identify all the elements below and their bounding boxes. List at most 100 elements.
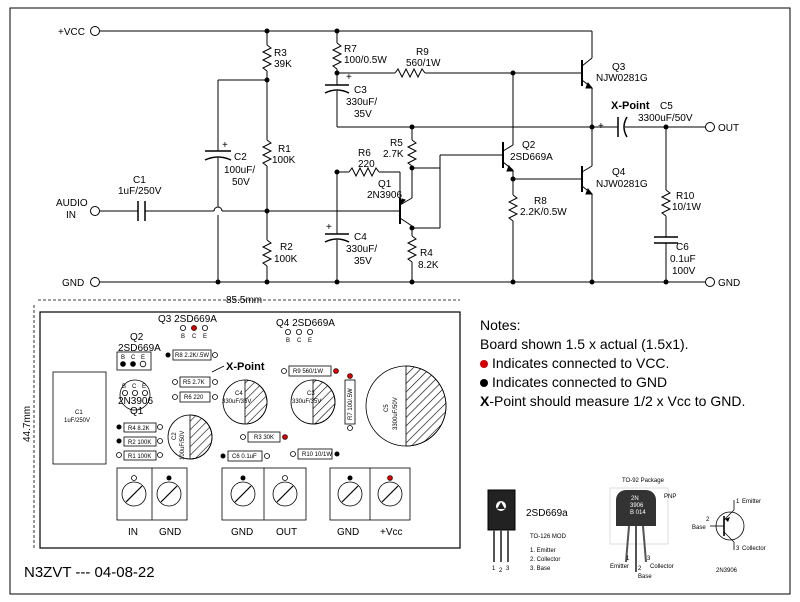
svg-text:C: C <box>192 334 197 340</box>
r8-ref: R8 <box>534 196 547 207</box>
gnd-right-terminal <box>705 277 715 287</box>
q2-part: 2SD669A <box>510 152 553 163</box>
svg-text:2: 2 <box>638 566 642 572</box>
r7-ref: R7 <box>344 44 357 55</box>
pcb-q2-pin-e: E <box>141 355 145 361</box>
svg-text:R1 100K: R1 100K <box>128 454 151 460</box>
r3-ref: R3 <box>274 48 287 59</box>
terminal-out-label: OUT <box>276 527 297 538</box>
r7-value: 100/0.5W <box>344 55 387 66</box>
notes-line-2: Indicates connected to VCC. <box>480 354 780 373</box>
svg-text:R8 2.2K/.5W: R8 2.2K/.5W <box>175 353 209 359</box>
notes-line-4: X-Point should measure 1/2 x Vcc to GND. <box>480 393 746 409</box>
r10-ref: R10 <box>676 191 695 202</box>
q4-part: NJW0281G <box>596 179 648 190</box>
svg-text:B 014: B 014 <box>630 510 646 516</box>
notes-line-1: Board shown 1.5 x actual (1.5x1). <box>480 336 689 352</box>
pcb-q2-body <box>116 351 152 371</box>
pcb-q1-body <box>119 379 151 411</box>
pcb-c6 <box>227 450 263 462</box>
svg-text:3: 3 <box>506 566 510 572</box>
terminal-gnd1-label: GND <box>159 527 181 538</box>
svg-text:100uF/50V: 100uF/50V <box>180 431 186 460</box>
svg-text:Base: Base <box>638 574 652 580</box>
r5-ref: R5 <box>390 138 403 149</box>
svg-text:R6 220: R6 220 <box>184 395 204 401</box>
svg-text:Emitter: Emitter <box>610 564 629 570</box>
audio-in-label-1: AUDIO <box>56 198 88 209</box>
gnd-left-terminal <box>90 277 100 287</box>
pcb-r2 <box>123 436 157 447</box>
svg-text:2N: 2N <box>631 496 639 502</box>
c3-value-2: 35V <box>354 109 372 120</box>
pcb-c1-ref: C1 <box>75 410 83 416</box>
vcc-terminal <box>90 26 100 36</box>
gnd-left-label: GND <box>62 278 84 289</box>
svg-text:R9 560/1W: R9 560/1W <box>293 369 323 375</box>
pcb-q1-pin-e: E <box>142 384 146 390</box>
svg-text:3: 3 <box>647 556 651 562</box>
pnp-symbol: 1 Emitter 2 Base 3 Collector 2N3906 <box>692 499 766 574</box>
c3-ref: C3 <box>354 85 367 96</box>
svg-text:2: 2 <box>499 568 503 574</box>
svg-text:R3 30K: R3 30K <box>254 435 274 441</box>
pcb-q1-ref: Q1 <box>130 406 144 417</box>
c1-ref: C1 <box>133 175 146 186</box>
c2-value-1: 100uF/ <box>224 165 255 176</box>
svg-text:1: 1 <box>736 499 740 505</box>
svg-text:1: 1 <box>626 556 630 562</box>
package-to92: TO-92 Package 2N 3906 B 014 1 2 3 Emitte… <box>609 478 676 580</box>
gnd-right-label: GND <box>718 278 740 289</box>
sym-collector: Collector <box>742 546 766 552</box>
r3-zigzag <box>261 44 273 72</box>
svg-text:330uF/35V: 330uF/35V <box>222 399 251 405</box>
r1-ref: R1 <box>278 144 291 155</box>
pcb-layout: 85.5mm 44.7mm C1 1uF/250V Q2 2SD669A B C… <box>22 295 461 550</box>
out-terminal <box>705 122 715 132</box>
pcb-r5 <box>179 376 211 388</box>
r9-zigzag <box>394 67 426 79</box>
q1-ref: Q1 <box>378 179 392 190</box>
svg-text:1. Emitter: 1. Emitter <box>530 548 556 554</box>
svg-text:C4: C4 <box>235 391 243 397</box>
c4-ref: C4 <box>354 232 367 243</box>
notes-panel: Notes: Board shown 1.5 x actual (1.5x1).… <box>480 316 780 411</box>
c5-plus: + <box>598 121 604 132</box>
q4-ref: Q4 <box>612 167 626 178</box>
d669-name: 2SD669a <box>526 508 568 519</box>
notes-line-3: Indicates connected to GND <box>480 373 780 392</box>
svg-text:C2: C2 <box>172 432 178 440</box>
pcb-q4-label: Q4 2SD669A <box>276 318 335 329</box>
svg-text:E: E <box>308 338 312 344</box>
vcc-dot-icon <box>480 359 488 368</box>
c6-ref: C6 <box>676 242 689 253</box>
c1-value: 1uF/250V <box>118 186 162 197</box>
svg-text:C6 0.1uF: C6 0.1uF <box>232 454 257 460</box>
svg-text:330uF/35V: 330uF/35V <box>292 399 321 405</box>
q2-ref: Q2 <box>522 140 536 151</box>
svg-text:R4 8.2K: R4 8.2K <box>128 426 150 432</box>
svg-text:2: 2 <box>706 517 710 523</box>
svg-text:E: E <box>203 334 207 340</box>
c6-value-2: 100V <box>672 266 696 277</box>
c4-value-2: 35V <box>354 256 372 267</box>
c4-plus: + <box>326 222 332 233</box>
r5-zigzag <box>406 139 418 167</box>
c2-value-2: 50V <box>232 177 250 188</box>
svg-text:R7 100/.5W: R7 100/.5W <box>348 388 354 420</box>
svg-text:1: 1 <box>492 566 496 572</box>
r1-zigzag <box>261 139 273 167</box>
vcc-label: +VCC <box>58 27 85 38</box>
r4-zigzag <box>406 235 418 263</box>
gnd-dot-icon <box>480 378 488 387</box>
r8-value: 2.2K/0.5W <box>520 207 567 218</box>
r2-ref: R2 <box>280 242 293 253</box>
r4-value: 8.2K <box>418 260 439 271</box>
notes-title: Notes: <box>480 317 521 333</box>
pcb-r10 <box>297 448 333 460</box>
r9-ref: R9 <box>416 47 429 58</box>
pcb-q1-part: 2N3906 <box>118 396 153 407</box>
pcb-r9 <box>288 365 332 377</box>
board-outline <box>39 311 461 549</box>
